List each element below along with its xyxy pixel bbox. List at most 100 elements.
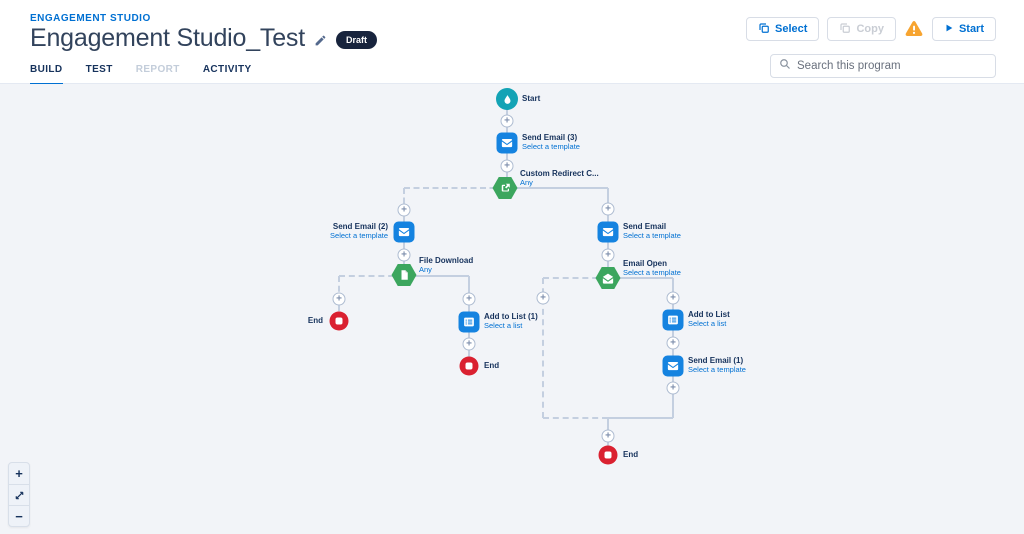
tab-bar: BUILD TEST REPORT ACTIVITY	[30, 64, 252, 86]
node-label-end-2: End	[484, 361, 499, 370]
step-name: Send Email	[623, 222, 667, 231]
add-step-button[interactable]: +	[601, 202, 615, 216]
fit-screen-button[interactable]	[9, 484, 29, 505]
copy-icon	[839, 22, 851, 37]
droplet-icon	[502, 94, 513, 105]
connector-line	[543, 277, 608, 279]
step-config-link[interactable]: Select a list	[484, 321, 523, 331]
connector-line	[404, 187, 505, 189]
add-step-button[interactable]: +	[462, 292, 476, 306]
envelope-icon	[667, 360, 680, 373]
node-label-add-to-list-1: Add to List (1)Select a list	[484, 312, 538, 331]
node-label-custom-redirect: Custom Redirect C...Any	[520, 169, 599, 188]
node-file-download[interactable]	[391, 264, 417, 286]
step-config-link[interactable]: Any	[419, 265, 432, 275]
add-step-button[interactable]: +	[500, 159, 514, 173]
node-end-2[interactable]	[459, 356, 479, 376]
step-config-link[interactable]: Select a template	[688, 365, 746, 375]
step-name: File Download	[419, 256, 474, 265]
node-email-open[interactable]	[595, 267, 621, 289]
edit-pencil-icon[interactable]	[314, 34, 327, 47]
step-name: End	[307, 316, 323, 325]
node-send-email-2[interactable]	[393, 221, 415, 243]
tab-build[interactable]: BUILD	[30, 64, 63, 86]
step-name: Start	[522, 94, 541, 103]
add-step-button[interactable]: +	[666, 291, 680, 305]
node-custom-redirect[interactable]	[492, 177, 518, 199]
step-name: Custom Redirect C...	[520, 169, 599, 178]
step-config-link[interactable]: Select a template	[522, 142, 580, 152]
step-config-link[interactable]: Select a template	[623, 231, 681, 241]
step-name: Send Email (1)	[688, 356, 744, 365]
stop-icon	[335, 317, 343, 325]
select-icon	[758, 22, 770, 37]
external-link-icon	[499, 182, 511, 194]
search-box[interactable]	[770, 54, 996, 78]
node-label-end-3: End	[623, 450, 638, 459]
step-name: Email Open	[623, 259, 668, 268]
list-icon	[463, 316, 476, 329]
node-end-3[interactable]	[598, 445, 618, 465]
add-step-button[interactable]: +	[601, 248, 615, 262]
node-label-send-email-2: Send Email (2)Select a template	[330, 222, 388, 241]
breadcrumb[interactable]: ENGAGEMENT STUDIO	[30, 13, 151, 24]
node-add-to-list-1[interactable]	[458, 311, 480, 333]
node-start[interactable]	[496, 88, 518, 110]
step-config-link[interactable]: Select a list	[688, 319, 727, 329]
tab-test[interactable]: TEST	[85, 64, 113, 75]
envelope-open-icon	[602, 272, 615, 285]
node-add-to-list[interactable]	[662, 309, 684, 331]
stop-icon	[604, 451, 612, 459]
add-step-button[interactable]: +	[500, 114, 514, 128]
connector-line	[543, 417, 608, 419]
add-step-button[interactable]: +	[397, 203, 411, 217]
step-name: End	[623, 450, 639, 459]
connector-line	[608, 277, 673, 279]
start-button[interactable]: Start	[931, 17, 996, 41]
step-config-link[interactable]: Select a template	[330, 231, 388, 241]
stop-icon	[465, 362, 473, 370]
warning-icon[interactable]	[904, 19, 924, 39]
program-canvas: + − Start+Send Email (3)Select a templat…	[0, 84, 1024, 534]
zoom-in-button[interactable]: +	[15, 466, 23, 481]
tab-activity[interactable]: ACTIVITY	[202, 64, 252, 75]
envelope-icon	[602, 226, 615, 239]
select-button[interactable]: Select	[746, 17, 820, 41]
add-step-button[interactable]: +	[332, 292, 346, 306]
step-name: End	[484, 361, 500, 370]
search-input[interactable]	[797, 60, 987, 72]
add-step-button[interactable]: +	[601, 429, 615, 443]
status-badge: Draft	[335, 30, 377, 49]
add-step-button[interactable]: +	[462, 337, 476, 351]
add-step-button[interactable]: +	[536, 291, 550, 305]
step-name: Add to List (1)	[484, 312, 538, 321]
play-icon	[944, 23, 954, 36]
step-name: Send Email (3)	[522, 133, 578, 142]
node-send-email-3[interactable]	[496, 132, 518, 154]
zoom-out-button[interactable]: −	[9, 505, 29, 526]
page-title: Engagement Studio_Test	[30, 24, 305, 52]
tab-report[interactable]: REPORT	[135, 64, 180, 75]
connector-line	[339, 275, 404, 277]
search-icon	[779, 57, 791, 75]
step-config-link[interactable]: Select a template	[623, 268, 681, 278]
connector-line	[505, 187, 608, 189]
add-step-button[interactable]: +	[666, 381, 680, 395]
node-label-send-email-3: Send Email (3)Select a template	[522, 133, 580, 152]
node-send-email-1[interactable]	[662, 355, 684, 377]
add-step-button[interactable]: +	[397, 248, 411, 262]
step-name: Add to List	[688, 310, 730, 319]
node-send-email[interactable]	[597, 221, 619, 243]
node-label-end-1: End	[308, 316, 323, 325]
node-label-send-email-1: Send Email (1)Select a template	[688, 356, 746, 375]
envelope-icon	[501, 137, 514, 150]
step-config-link[interactable]: Any	[520, 178, 533, 188]
connector-line	[404, 275, 469, 277]
copy-button[interactable]: Copy	[827, 17, 896, 41]
connector-line	[608, 417, 673, 419]
node-end-1[interactable]	[329, 311, 349, 331]
list-icon	[667, 314, 680, 327]
add-step-button[interactable]: +	[666, 336, 680, 350]
